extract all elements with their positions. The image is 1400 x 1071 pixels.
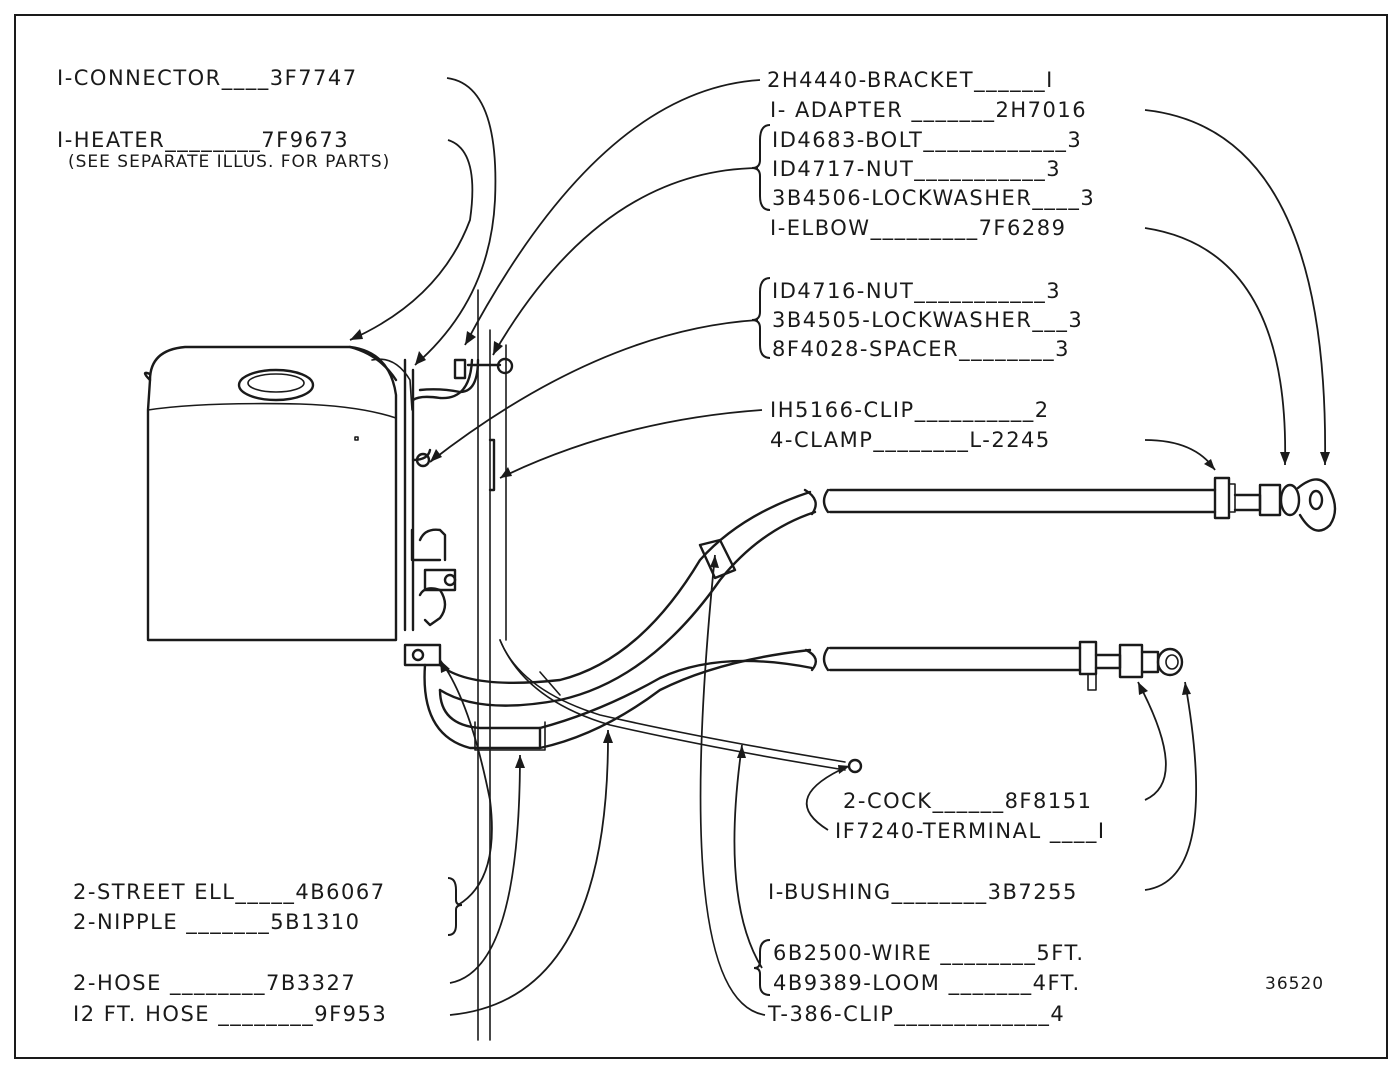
diagram-frame [14,14,1388,1059]
label-heater-note: (SEE SEPARATE ILLUS. FOR PARTS) [68,152,391,172]
label-bolt: ID4683-BOLT____________3 [772,128,1083,152]
lower-hose [423,648,818,751]
label-elbow: I-ELBOW_________7F6289 [770,216,1067,240]
heater-wiring [403,357,514,632]
label-lockwasher2: 3B4505-LOCKWASHER___3 [772,308,1084,332]
label-nut2: ID4716-NUT___________3 [772,279,1062,303]
label-wire: 6B2500-WIRE ________5FT. [773,941,1085,965]
label-clip2: T-386-CLIP_____________4 [768,1002,1066,1026]
label-nipple: 2-NIPPLE _______5B1310 [73,910,361,934]
label-nut1: ID4717-NUT___________3 [772,157,1062,181]
label-cock: 2-COCK______8F8151 [843,789,1093,813]
upper-pipe [822,476,1337,532]
heater-fittings [403,528,457,667]
dash-panel-lines [477,289,507,1041]
label-clamp: 4-CLAMP________L-2245 [770,428,1051,452]
label-bracket: 2H4440-BRACKET______I [767,68,1054,92]
lower-pipe [822,640,1184,691]
figure-number: 36520 [1265,974,1325,994]
label-lockwasher1: 3B4506-LOCKWASHER____3 [772,186,1096,210]
label-clip1: IH5166-CLIP__________2 [770,398,1050,422]
label-terminal: IF7240-TERMINAL ____I [835,819,1106,843]
label-connector: I-CONNECTOR____3F7747 [57,66,358,90]
label-street-ell: 2-STREET ELL_____4B6067 [73,880,386,904]
label-spacer: 8F4028-SPACER________3 [772,337,1070,361]
label-bushing: I-BUSHING________3B7255 [768,880,1078,904]
label-loom: 4B9389-LOOM _______4FT. [773,971,1081,995]
heater-unit [143,345,413,642]
label-hose: 2-HOSE ________7B3327 [73,971,357,995]
label-heater: I-HEATER________7F9673 [57,128,350,152]
label-adapter: I- ADAPTER _______2H7016 [770,98,1088,122]
label-hose-12ft: I2 FT. HOSE ________9F953 [73,1002,388,1026]
